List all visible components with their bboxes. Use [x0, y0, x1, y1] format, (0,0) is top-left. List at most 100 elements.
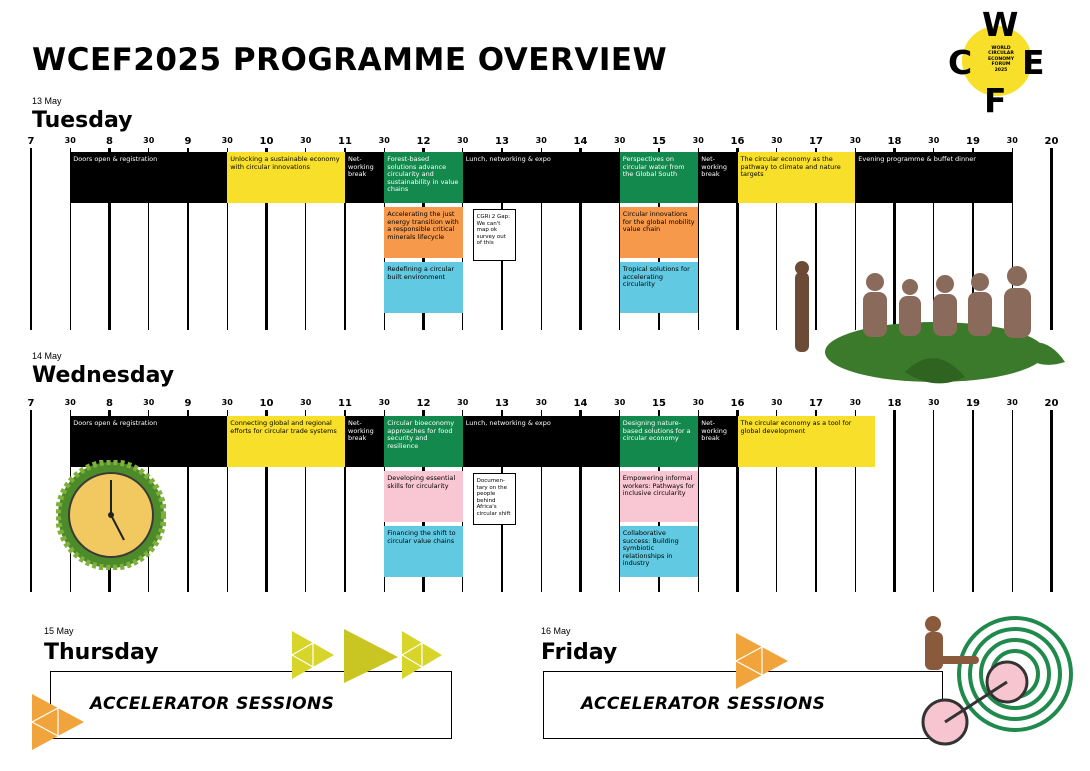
time-tick-label: 7: [27, 398, 35, 409]
time-tick-label: 30: [221, 136, 233, 145]
time-tick-label: 12: [416, 136, 431, 147]
friday-heading: Friday: [541, 640, 618, 665]
session-block[interactable]: Perspectives on circular water from the …: [619, 152, 699, 203]
session-block[interactable]: The circular economy as the pathway to c…: [737, 152, 856, 203]
time-tick-label: 30: [1006, 398, 1018, 407]
parallel-session-block[interactable]: Developing essential skills for circular…: [384, 471, 463, 522]
time-tick-label: 7: [27, 136, 35, 147]
time-grid-line: [776, 148, 778, 330]
wednesday-date: 14 May: [32, 351, 62, 361]
session-block[interactable]: Doors open & registration: [70, 152, 228, 203]
session-block[interactable]: Net-working break: [345, 416, 385, 467]
time-tick-label: 30: [378, 136, 390, 145]
parallel-session-block[interactable]: Financing the shift to circular value ch…: [384, 526, 463, 577]
side-event-note[interactable]: CGRi 2 Gap: We can't map ok survey out o…: [472, 209, 516, 261]
time-grid-line: [893, 148, 896, 330]
logo-letter-c: C: [948, 43, 973, 82]
time-grid-line: [108, 148, 111, 330]
time-tick-label: 30: [535, 136, 547, 145]
time-grid-line: [186, 410, 190, 592]
cyclist-illustration: [921, 616, 1073, 746]
clock-illustration: [56, 460, 166, 570]
session-block[interactable]: Evening programme & buffet dinner: [855, 152, 1013, 203]
time-tick-label: 10: [259, 136, 274, 147]
time-grid-line: [29, 410, 33, 592]
session-block[interactable]: Net-working break: [345, 152, 385, 203]
time-tick-label: 30: [535, 398, 547, 407]
time-grid-line: [971, 148, 975, 330]
time-grid-line: [148, 148, 150, 330]
time-tick-label: 15: [652, 136, 666, 147]
friday-date: 16 May: [541, 626, 571, 636]
time-tick-label: 30: [614, 136, 626, 145]
session-block[interactable]: Designing nature-based solutions for a c…: [619, 416, 699, 467]
time-tick-label: 9: [184, 136, 192, 147]
session-block[interactable]: Forest-based solutions advance circulari…: [384, 152, 463, 203]
session-block[interactable]: The circular economy as a tool for globa…: [737, 416, 875, 467]
session-block[interactable]: Doors open & registration: [70, 416, 228, 467]
logo-text-forum: FORUM: [991, 62, 1011, 68]
time-grid-line: [1011, 148, 1013, 330]
time-tick-label: 30: [64, 136, 76, 145]
time-grid-line: [933, 148, 935, 330]
tuesday-heading: Tuesday: [32, 108, 133, 133]
logo-circle: [962, 26, 1032, 96]
time-tick-label: 30: [378, 398, 390, 407]
time-tick-label: 11: [338, 136, 352, 147]
time-tick-label: 30: [143, 398, 155, 407]
parallel-session-block[interactable]: Accelerating the just energy transition …: [384, 207, 463, 258]
session-block[interactable]: Connecting global and regional efforts f…: [227, 416, 345, 467]
logo-letter-w: W: [982, 5, 1019, 44]
time-tick-label: 30: [692, 398, 704, 407]
time-grid-line: [305, 148, 307, 330]
time-grid-line: [893, 410, 896, 592]
time-tick-label: 19: [966, 398, 980, 409]
time-tick-label: 10: [259, 398, 274, 409]
time-tick-label: 30: [64, 398, 76, 407]
time-grid-line: [814, 148, 818, 330]
parallel-session-block[interactable]: Collaborative success: Building symbioti…: [619, 526, 699, 577]
time-grid-line: [343, 148, 347, 330]
time-grid-line: [226, 410, 228, 592]
time-tick-label: 17: [809, 398, 823, 409]
time-tick-label: 30: [849, 136, 861, 145]
session-block[interactable]: Net-working break: [698, 152, 738, 203]
time-tick-label: 16: [730, 398, 745, 409]
session-block[interactable]: Circular bioeconomy approaches for food …: [384, 416, 463, 467]
session-block[interactable]: Unlocking a sustainable economy with cir…: [227, 152, 345, 203]
parallel-session-block[interactable]: Tropical solutions for accelerating circ…: [619, 262, 699, 313]
wednesday-heading: Wednesday: [32, 363, 175, 388]
thursday-date: 15 May: [44, 626, 74, 636]
time-tick-label: 30: [1006, 136, 1018, 145]
time-tick-label: 8: [106, 136, 113, 147]
time-grid-line: [343, 410, 347, 592]
time-grid-line: [383, 410, 385, 592]
time-tick-label: 30: [300, 398, 312, 407]
time-tick-label: 14: [573, 136, 588, 147]
time-tick-label: 15: [652, 398, 666, 409]
time-tick-label: 30: [928, 398, 940, 407]
time-tick-label: 20: [1044, 398, 1059, 409]
time-grid-line: [814, 410, 818, 592]
time-tick-label: 16: [730, 136, 745, 147]
thursday-accelerator-label: ACCELERATOR SESSIONS: [90, 694, 335, 714]
logo-text-circular: CIRCULAR: [988, 51, 1014, 57]
time-grid-line: [619, 410, 621, 592]
page-title: WCEF2025 PROGRAMME OVERVIEW: [32, 42, 668, 78]
time-tick-label: 12: [416, 398, 431, 409]
time-grid-line: [383, 148, 385, 330]
time-tick-label: 30: [692, 136, 704, 145]
session-block[interactable]: Lunch, networking & expo: [462, 152, 620, 203]
time-grid-line: [854, 148, 856, 330]
parallel-session-block[interactable]: Circular innovations for the global mobi…: [619, 207, 699, 258]
session-block[interactable]: Net-working break: [698, 416, 738, 467]
session-block[interactable]: Lunch, networking & expo: [462, 416, 620, 467]
time-grid-line: [265, 148, 268, 330]
parallel-session-block[interactable]: Redefining a circular built environment: [384, 262, 463, 313]
parallel-session-block[interactable]: Empowering informal workers: Pathways fo…: [619, 471, 699, 522]
time-grid-line: [854, 410, 856, 592]
logo-text-economy: ECONOMY: [988, 56, 1015, 62]
time-grid-line: [1050, 148, 1053, 330]
time-grid-line: [933, 410, 935, 592]
side-event-note[interactable]: Documen-tary on the people behind Africa…: [472, 473, 516, 525]
